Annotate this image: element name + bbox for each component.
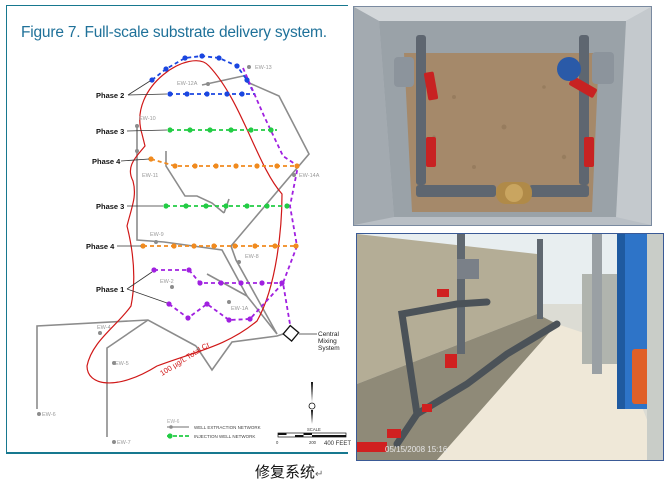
scale-title: SCALE [307, 427, 321, 432]
mixing-label: Central [318, 331, 340, 338]
scale-tick: 0 [276, 440, 279, 445]
well-label: EW-9 [150, 232, 164, 238]
caption: 修复系统↵ [255, 461, 323, 482]
scale-tick: 200 [309, 440, 317, 445]
caption-text: 修复系统 [255, 463, 316, 481]
phase1-network [154, 67, 300, 337]
north-arrow-icon [308, 382, 316, 424]
well-label: EW-4 [97, 325, 111, 331]
plume-contour [86, 60, 283, 384]
injection-well-markers [140, 53, 300, 323]
legend-injection: INJECTION WELL NETWORK [194, 434, 255, 439]
phase-label: Phase 4 [92, 157, 121, 166]
piping-photo: 05/15/2008 15:16 [356, 233, 664, 461]
legend: EW-6 WELL EXTRACTION NETWORK INJECTION W… [167, 419, 261, 439]
mixing-label: Mixing [318, 338, 337, 345]
well-label: EW-2 [160, 279, 174, 285]
well-label: EW-11 [142, 173, 158, 179]
well-label: EW-14A [299, 173, 320, 179]
phase-label: Phase 3 [96, 202, 124, 211]
phase-label: Phase 1 [96, 285, 124, 294]
well-label: EW-13 [255, 65, 272, 71]
extraction-line [165, 151, 225, 214]
legend-sample-well: EW-6 [167, 419, 180, 425]
phase-label: Phase 4 [86, 242, 115, 251]
well-label: EW-6 [42, 412, 56, 418]
extraction-line [36, 319, 197, 409]
phase-label: Phase 3 [96, 127, 124, 136]
figure-title: Figure 7. Full-scale substrate delivery … [21, 24, 327, 41]
extraction-line [201, 75, 310, 335]
valve-box-photo [353, 6, 652, 226]
well-label: EW-10 [139, 116, 156, 122]
extraction-line [106, 319, 149, 437]
photo-timestamp: 05/15/2008 15:16 [385, 445, 448, 454]
extraction-line [206, 273, 248, 297]
well-label: EW-1A [231, 306, 249, 312]
paragraph-mark-icon: ↵ [315, 469, 324, 480]
mixing-system-icon [282, 324, 300, 342]
well-label: EW-5 [115, 361, 129, 367]
extraction-line [195, 333, 284, 372]
well-label: EW-12A [177, 81, 198, 87]
legend-extraction: WELL EXTRACTION NETWORK [194, 425, 261, 430]
scale-tick: 400 FEET [323, 441, 353, 448]
well-label: EW-7 [117, 440, 131, 446]
mixing-label: System [318, 345, 340, 352]
figure-panel: Figure 7. Full-scale substrate delivery … [6, 5, 353, 454]
scale-bar [277, 432, 347, 438]
extraction-well-markers [37, 65, 296, 444]
phase-label: Phase 2 [96, 91, 124, 100]
well-label: EW-8 [245, 254, 259, 260]
site-map: EW-13 EW-12A EW-10 EW-11 EW-14A EW-9 EW-… [36, 53, 347, 446]
phase4-network [143, 158, 298, 247]
